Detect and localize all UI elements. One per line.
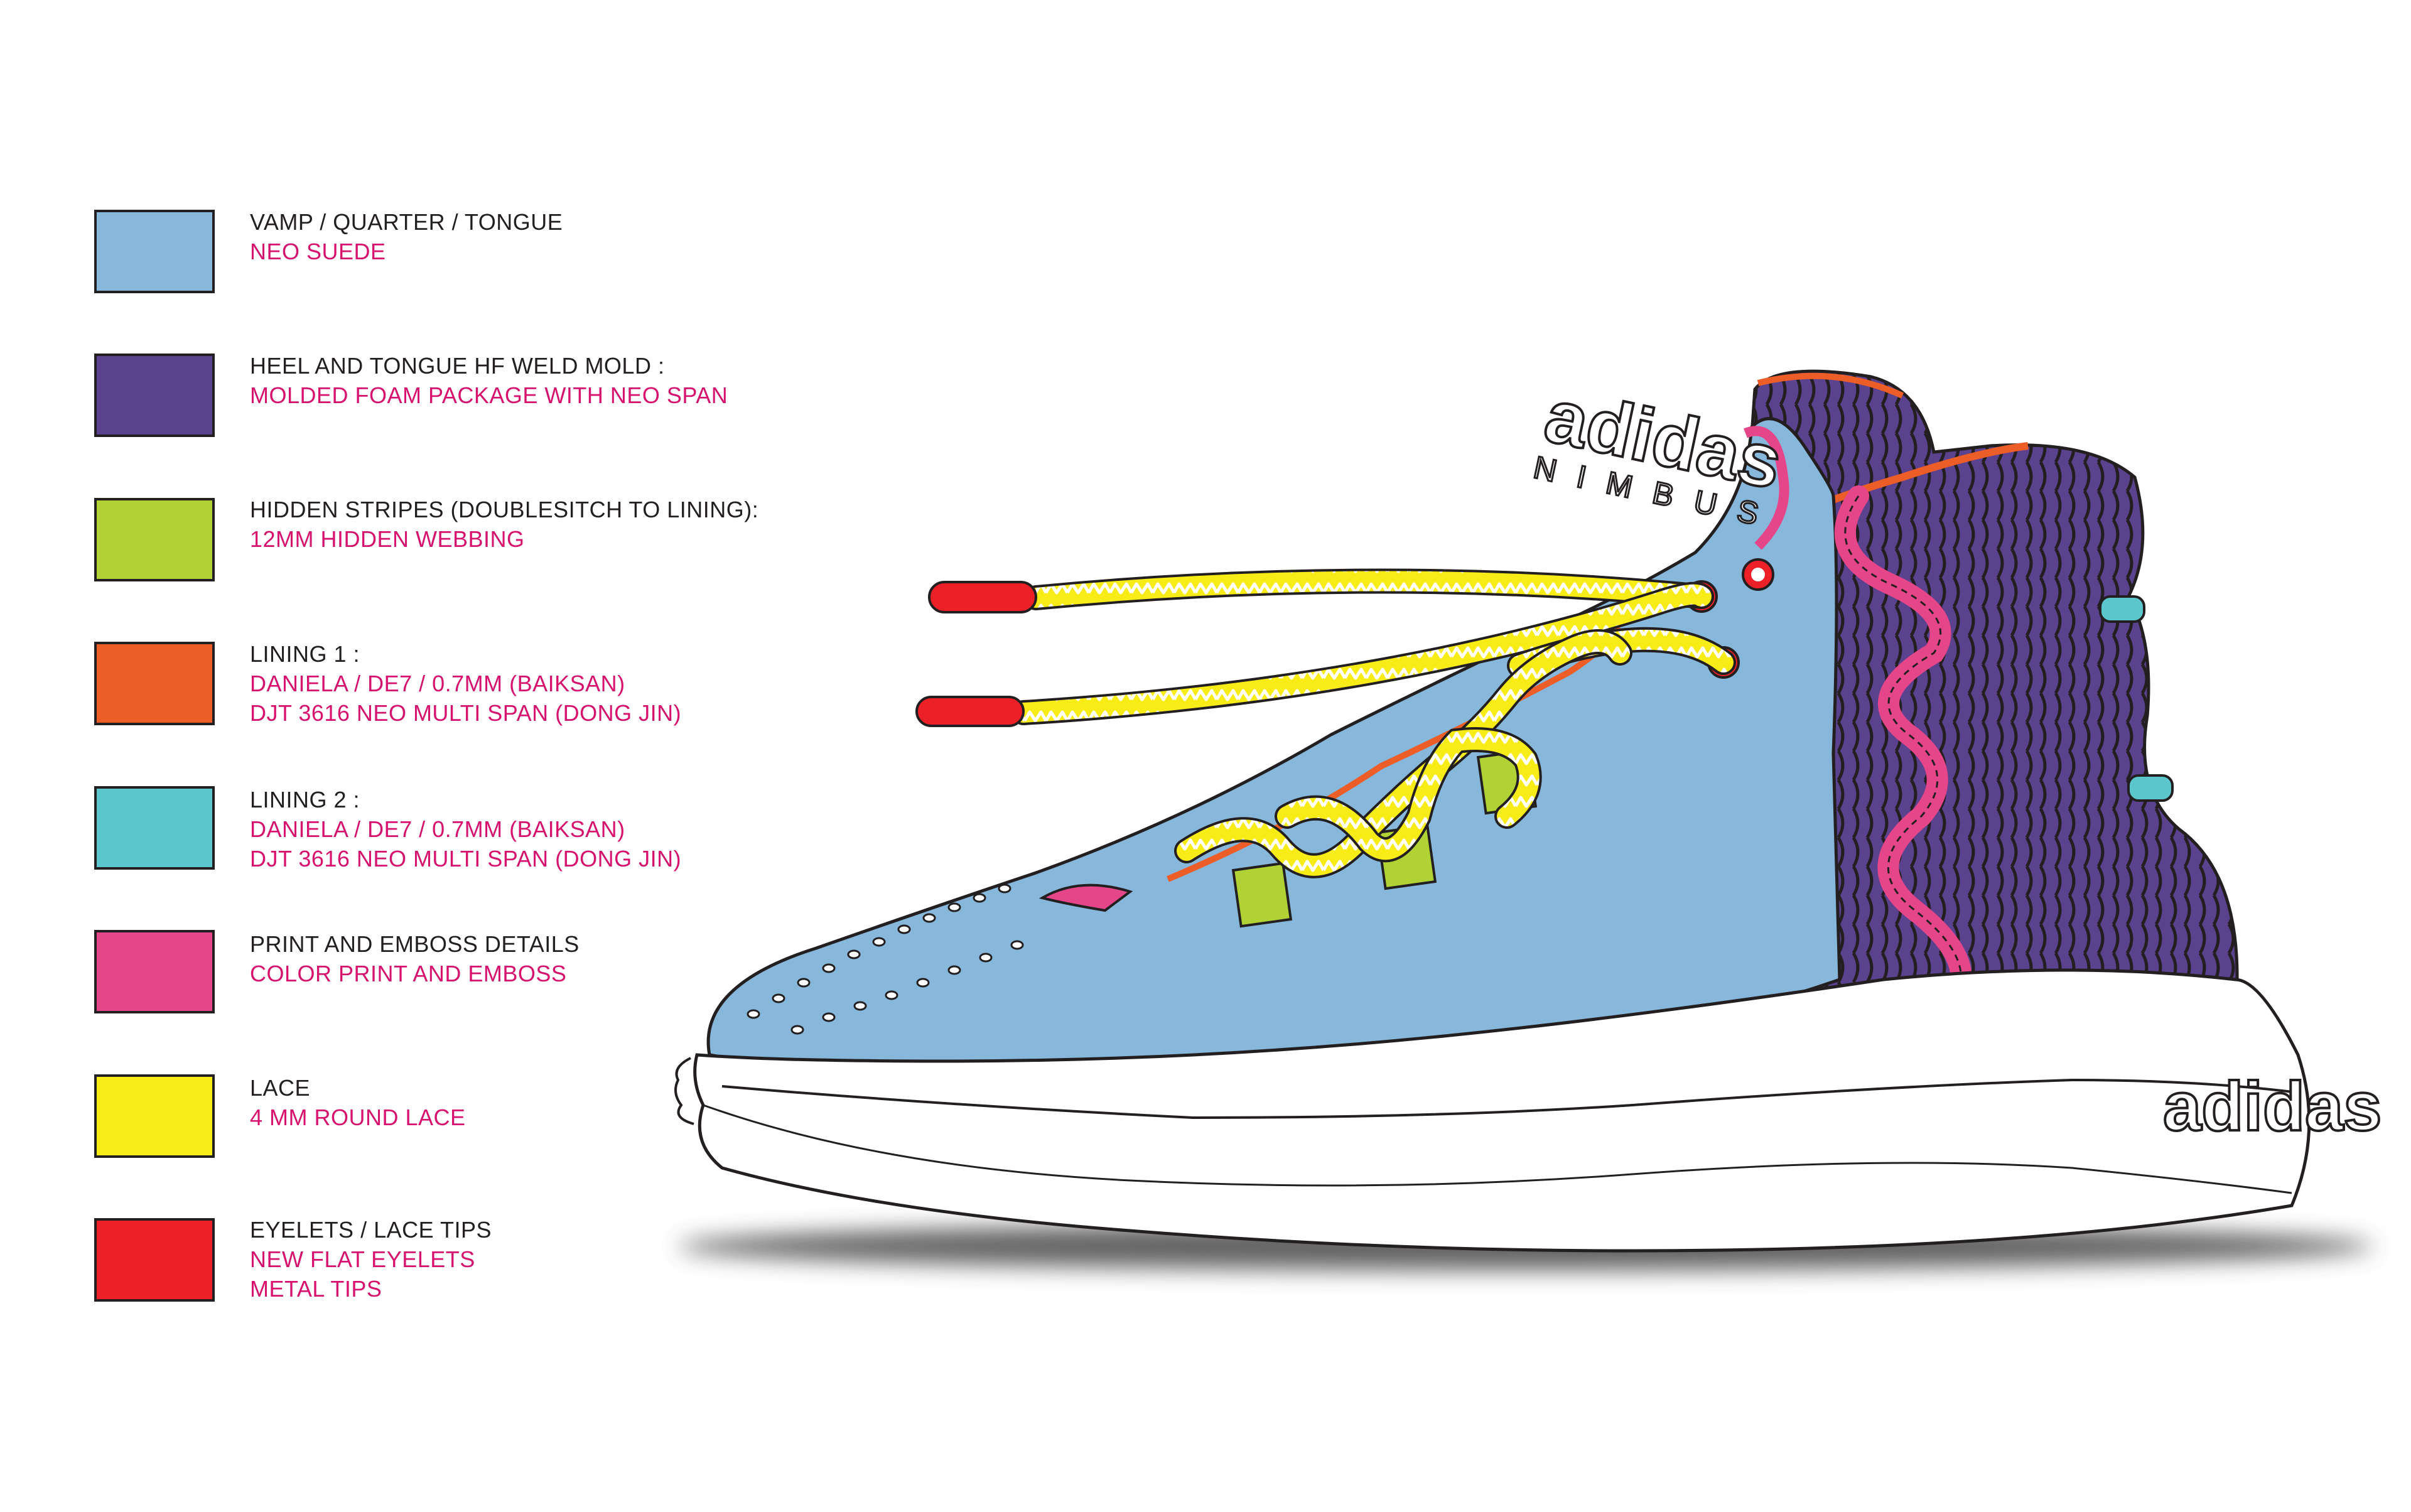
toe-print-detail [1038, 883, 1133, 912]
legend-detail: DANIELA / DE7 / 0.7MM (BAIKSAN) [250, 816, 625, 842]
legend-detail: MOLDED FOAM PACKAGE WITH NEO SPAN [250, 382, 728, 408]
legend-detail: COLOR PRINT AND EMBOSS [250, 961, 567, 986]
heel-notch-upper [2099, 595, 2145, 623]
webbing-loop [1231, 861, 1293, 928]
legend-detail: METAL TIPS [250, 1276, 382, 1302]
legend-detail: NEW FLAT EYELETS [250, 1246, 475, 1272]
legend-swatch-heel-weld [94, 354, 215, 437]
legend-detail: NEO SUEDE [250, 239, 386, 264]
lace-tip [915, 696, 1025, 727]
legend-swatch-hidden-stripes [94, 498, 215, 581]
legend-title: LINING 1 : [250, 641, 360, 667]
toe-perforations [747, 883, 1024, 1035]
legend-swatch-eyelets [94, 1218, 215, 1302]
lace-tip [928, 581, 1037, 613]
midsole [693, 968, 2311, 1253]
heel-notch-lower [2127, 774, 2174, 802]
legend-detail: 12MM HIDDEN WEBBING [250, 526, 525, 552]
legend-item-lining-2: LINING 2 : DANIELA / DE7 / 0.7MM (BAIKSA… [250, 785, 681, 873]
heel-logo: adidas [2163, 1068, 2381, 1145]
legend-title: PRINT AND EMBOSS DETAILS [250, 931, 580, 957]
legend-item-heel-weld: HEEL AND TONGUE HF WELD MOLD : MOLDED FO… [250, 351, 728, 410]
heel-top-lining [1757, 372, 1904, 399]
collar-emboss [1744, 426, 1789, 550]
legend-swatch-lace [94, 1074, 215, 1158]
legend-swatch-print-emboss [94, 930, 215, 1013]
emboss-wave-stitch [1844, 495, 1963, 993]
material-legend: VAMP / QUARTER / TONGUE NEO SUEDE HEEL A… [0, 0, 879, 1512]
toe-bumper [674, 1057, 694, 1125]
legend-item-hidden-stripes: HIDDEN STRIPES (DOUBLESITCH TO LINING): … [250, 495, 758, 554]
legend-detail: 4 MM ROUND LACE [250, 1104, 466, 1130]
legend-item-lace: LACE 4 MM ROUND LACE [250, 1073, 466, 1132]
legend-item-eyelets: EYELETS / LACE TIPS NEW FLAT EYELETS MET… [250, 1215, 492, 1304]
legend-swatch-lining-1 [94, 642, 215, 725]
legend-title: VAMP / QUARTER / TONGUE [250, 209, 563, 235]
legend-title: HEEL AND TONGUE HF WELD MOLD : [250, 353, 665, 379]
legend-detail: DJT 3616 NEO MULTI SPAN (DONG JIN) [250, 700, 682, 726]
legend-item-vamp: VAMP / QUARTER / TONGUE NEO SUEDE [250, 207, 563, 266]
legend-item-print-emboss: PRINT AND EMBOSS DETAILS COLOR PRINT AND… [250, 929, 580, 988]
upper-vamp [706, 417, 1842, 1076]
legend-title: HIDDEN STRIPES (DOUBLESITCH TO LINING): [250, 497, 759, 522]
legend-title: EYELETS / LACE TIPS [250, 1217, 492, 1243]
outsole-edge [703, 1104, 2292, 1194]
legend-title: LINING 2 : [250, 787, 360, 813]
legend-detail: DANIELA / DE7 / 0.7MM (BAIKSAN) [250, 671, 625, 696]
laces [1011, 568, 1736, 878]
midsole-line [721, 1078, 2299, 1120]
heel-counter [1731, 369, 2239, 1019]
legend-item-lining-1: LINING 1 : DANIELA / DE7 / 0.7MM (BAIKSA… [250, 639, 681, 728]
legend-swatch-lining-2 [94, 786, 215, 870]
legend-swatch-vamp [94, 210, 215, 293]
legend-detail: DJT 3616 NEO MULTI SPAN (DONG JIN) [250, 846, 682, 872]
legend-title: LACE [250, 1075, 311, 1101]
